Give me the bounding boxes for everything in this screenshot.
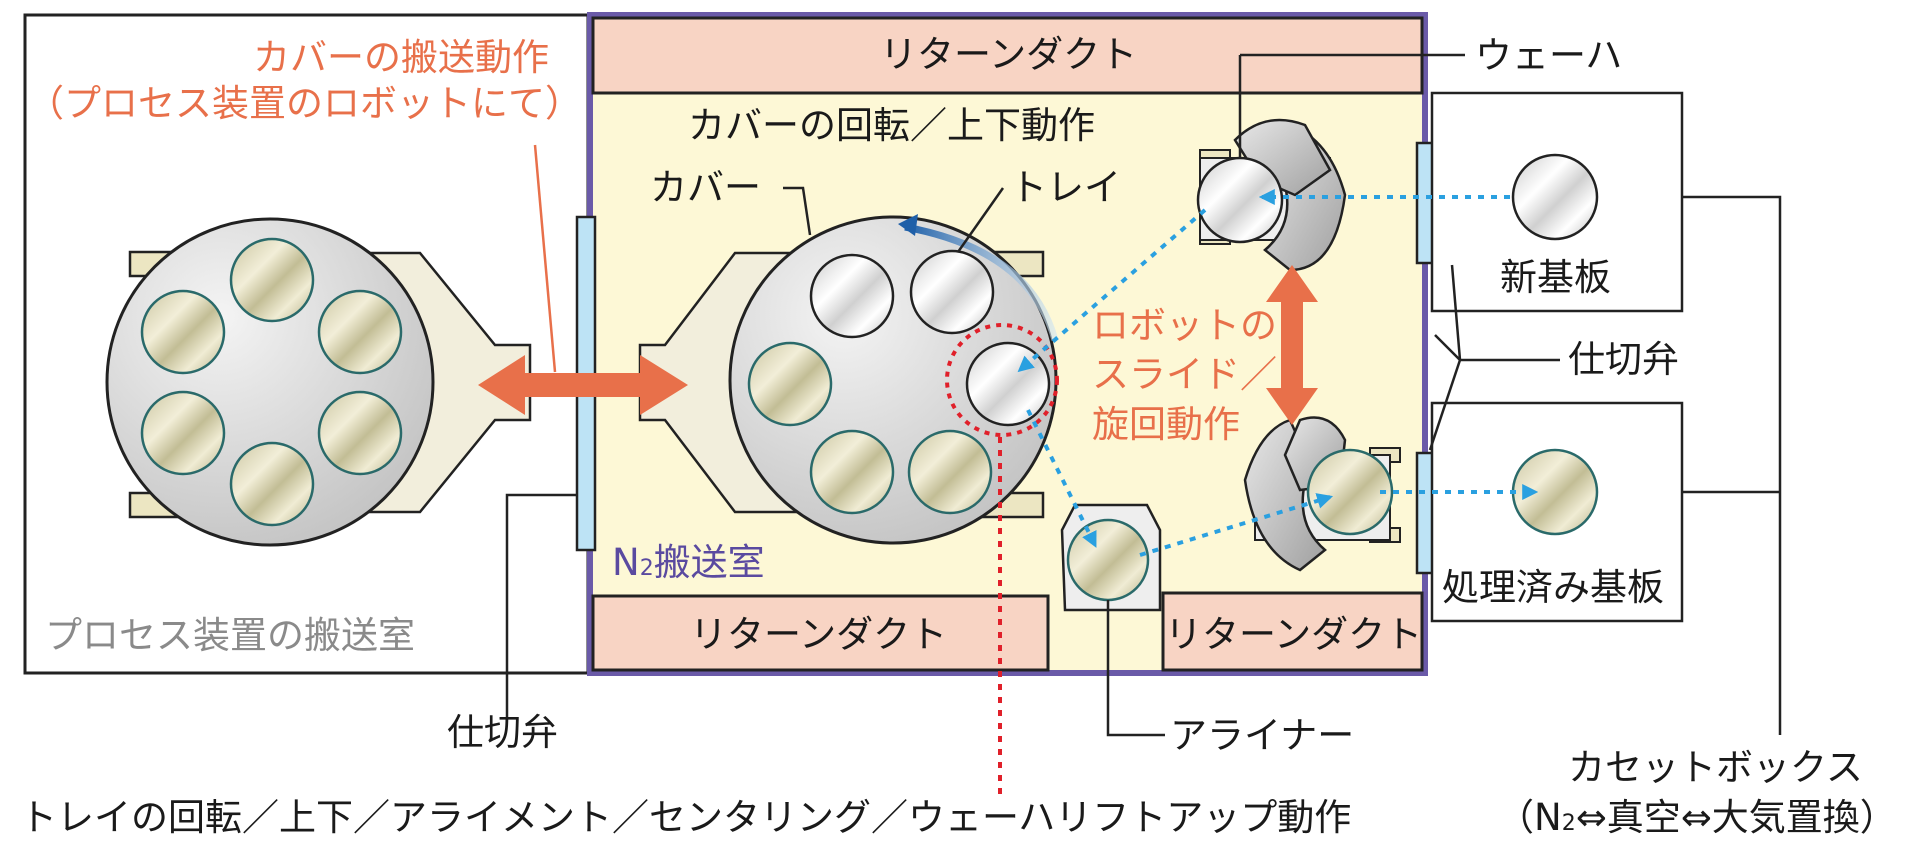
tray-position-highlight bbox=[945, 323, 1059, 437]
process-chamber-label: プロセス装置の搬送室 bbox=[45, 614, 415, 657]
new-substrate-label: 新基板 bbox=[1500, 256, 1611, 299]
new-substrate-wafer bbox=[1511, 153, 1599, 241]
cover-transfer-label-1: カバーの搬送動作 bbox=[253, 36, 549, 79]
robot-label-2: スライド／ bbox=[1092, 353, 1277, 396]
tray-operations-label: トレイの回転／上下／アライメント／センタリング／ウェーハリフトアップ動作 bbox=[20, 796, 1351, 839]
cover-transfer-arrow bbox=[478, 355, 688, 415]
processed-substrate-label: 処理済み基板 bbox=[1442, 566, 1664, 609]
return-duct-bottom-right-label: リターンダクト bbox=[1165, 613, 1422, 656]
cover-transfer-leader bbox=[533, 144, 557, 373]
cover-rotation-label: カバーの回転／上下動作 bbox=[688, 104, 1095, 147]
robot-slide-arrow bbox=[1266, 265, 1318, 425]
aligner-unit bbox=[1060, 503, 1162, 612]
cassette-box-label-1: カセットボックス bbox=[1568, 746, 1863, 789]
return-duct-top-label: リターンダクト bbox=[880, 33, 1137, 76]
tray-label: トレイ bbox=[1010, 166, 1121, 209]
process-robot bbox=[105, 217, 532, 547]
n2-chamber-label: N2搬送室 bbox=[612, 541, 765, 584]
cover-rotation-arrow bbox=[904, 223, 1059, 341]
robot-label-1: ロボットの bbox=[1092, 304, 1277, 347]
return-duct-bottom-right-box bbox=[1161, 591, 1424, 672]
tray-stage bbox=[638, 214, 1059, 545]
gate-valve-bottom-label: 仕切弁 bbox=[447, 711, 558, 754]
robot-label-3: 旋回動作 bbox=[1092, 403, 1240, 446]
return-duct-bottom-left-box bbox=[591, 594, 1050, 672]
cassette-box-label-2: （N2⇔真空⇔大気置換） bbox=[1497, 796, 1897, 839]
gate-valve-right-label: 仕切弁 bbox=[1568, 338, 1679, 381]
cover-transfer-label-2: （プロセス装置のロボットにて） bbox=[27, 82, 582, 125]
return-duct-bottom-left-label: リターンダクト bbox=[690, 613, 947, 656]
aligner-label: アライナー bbox=[1170, 714, 1354, 757]
wafer-label: ウェーハ bbox=[1475, 34, 1622, 77]
cover-label: カバー bbox=[650, 166, 761, 209]
